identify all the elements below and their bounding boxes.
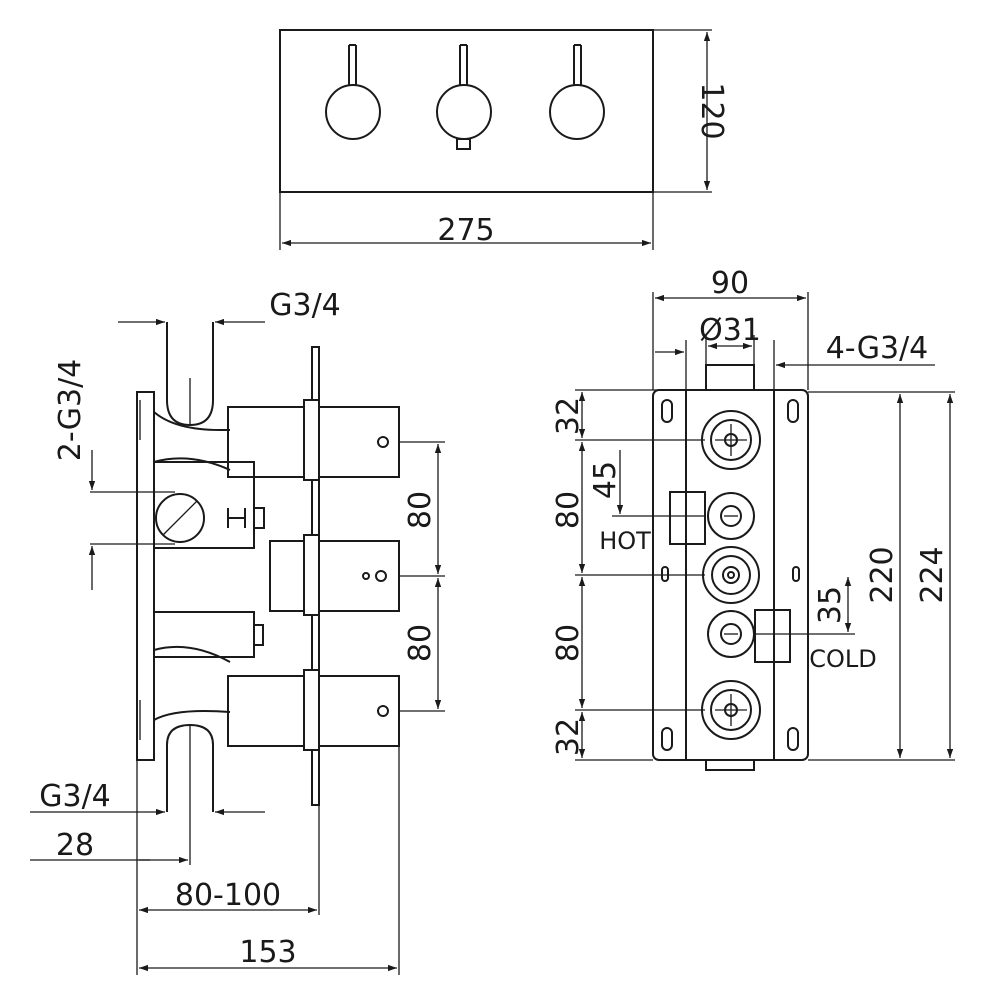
offset-label: 28 <box>56 828 94 863</box>
hot-offset-label: 45 <box>588 461 623 499</box>
ports-label: 4-G3/4 <box>826 331 929 366</box>
rear-view: 90 Ø31 4-G3/4 32 80 80 32 45 HOT 3 <box>551 266 955 771</box>
handle-left <box>325 44 381 140</box>
rear-spacing-upper-label: 80 <box>551 491 586 529</box>
rear-spacing-lower-label: 80 <box>551 624 586 662</box>
handle-right <box>549 44 605 140</box>
front-view: 275 120 <box>279 29 729 250</box>
height-label: 120 <box>694 82 729 139</box>
front-plate <box>279 29 654 193</box>
bottom-margin-label: 32 <box>551 718 586 756</box>
rear-port-top <box>701 410 761 470</box>
cold-label: COLD <box>809 645 877 673</box>
inlet-top-label: G3/4 <box>269 288 341 323</box>
port-diameter-label: Ø31 <box>699 313 761 348</box>
side-view: G3/4 2-G3/4 80 80 G3/4 28 80-100 153 <box>30 288 445 975</box>
hot-inlet-box <box>669 491 706 545</box>
cartridge-top <box>227 399 400 481</box>
depth-range-label: 80-100 <box>175 878 281 913</box>
width-label: 275 <box>437 213 494 248</box>
cold-offset-label: 35 <box>813 586 848 624</box>
body-width-label: 90 <box>711 266 749 301</box>
cartridge-middle <box>269 534 400 616</box>
inner-height-label: 220 <box>865 546 900 603</box>
rear-port-bottom <box>701 680 761 740</box>
rear-fitting-lower <box>707 610 755 658</box>
rear-fitting-upper <box>707 492 755 540</box>
back-plate <box>136 391 155 761</box>
side-spacing-upper-label: 80 <box>403 491 438 529</box>
handle-middle <box>436 44 492 150</box>
cold-inlet-box <box>754 609 791 663</box>
total-depth-label: 153 <box>239 935 296 970</box>
inlet-bottom-label: G3/4 <box>39 779 111 814</box>
top-margin-label: 32 <box>551 397 586 435</box>
cartridge-bottom <box>227 669 400 751</box>
rear-port-middle <box>702 546 760 604</box>
side-spacing-lower-label: 80 <box>403 624 438 662</box>
hot-label: HOT <box>599 527 651 555</box>
side-ports-label: 2-G3/4 <box>53 359 88 462</box>
total-height-label: 224 <box>915 546 950 603</box>
